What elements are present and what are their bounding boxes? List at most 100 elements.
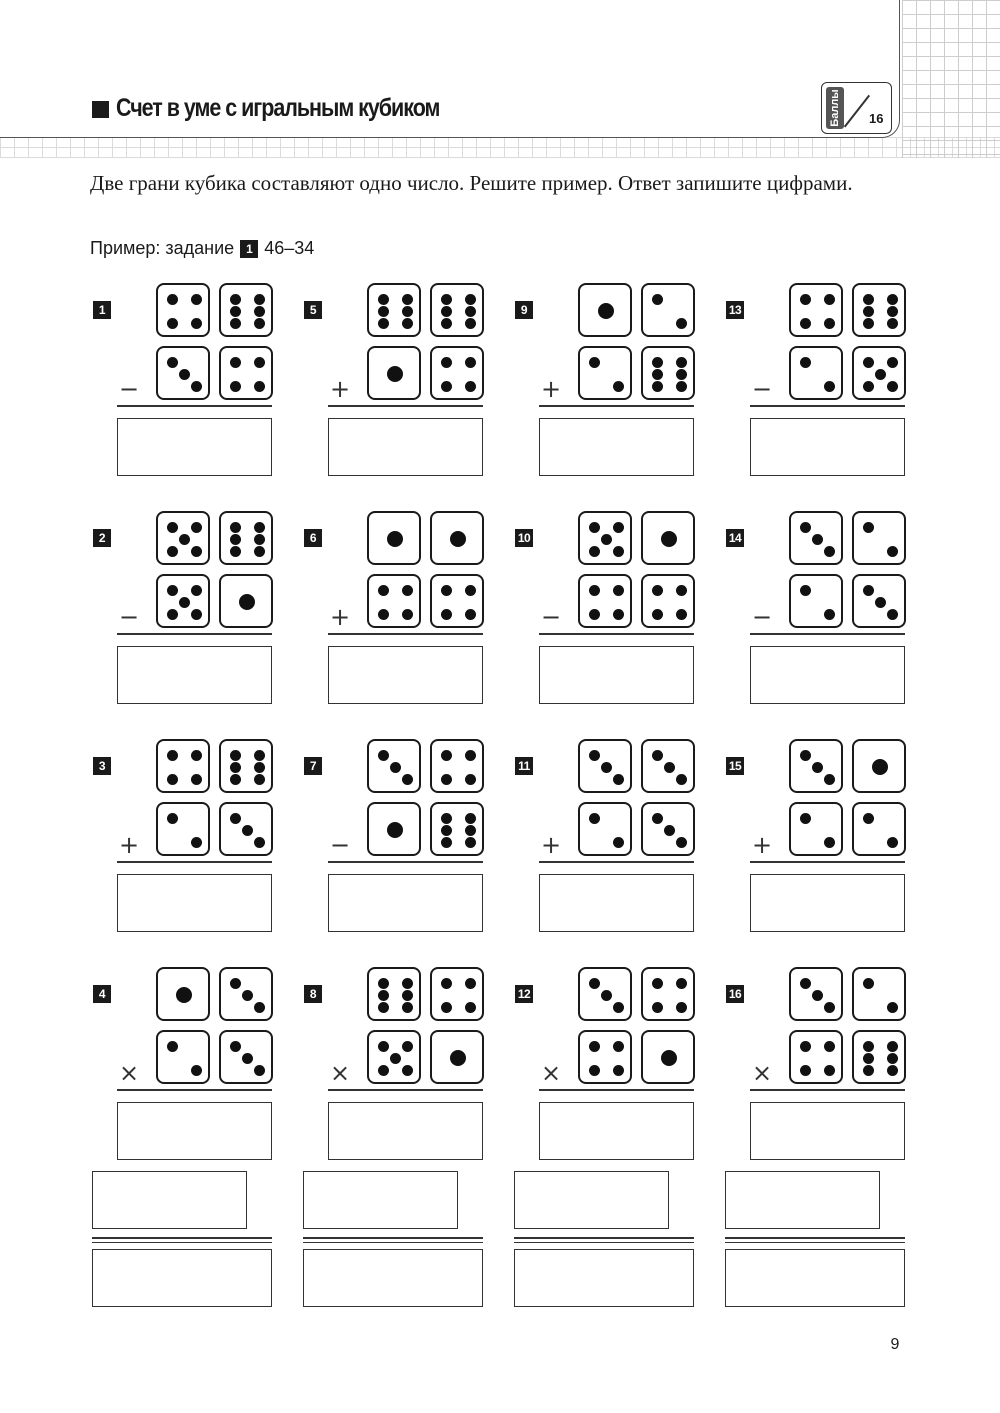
die-top-units [641, 739, 695, 793]
score-slash [843, 94, 870, 128]
final-product-box[interactable] [725, 1249, 905, 1307]
die-pip [612, 608, 624, 620]
example-task-badge: 1 [240, 239, 259, 258]
answer-box[interactable] [328, 646, 483, 704]
die-pip [253, 293, 265, 305]
task-number-badge: 3 [93, 757, 111, 775]
operator-sign: + [540, 375, 562, 403]
die-bottom-units [852, 574, 906, 628]
final-product-box[interactable] [92, 1249, 272, 1307]
die-pip [241, 824, 253, 836]
partial-product-box-1[interactable] [92, 1171, 247, 1229]
answer-box[interactable] [539, 874, 694, 932]
die-pip [440, 836, 452, 848]
die-bottom-units [430, 802, 484, 856]
die-pip [588, 749, 600, 761]
die-pip [166, 773, 178, 785]
task-number-badge: 11 [515, 757, 533, 775]
answer-box[interactable] [328, 418, 483, 476]
die-pip [675, 773, 687, 785]
answer-box[interactable] [328, 874, 483, 932]
die-bottom-tens [578, 1030, 632, 1084]
answer-box[interactable] [117, 874, 272, 932]
answer-box[interactable] [750, 874, 905, 932]
partial-product-box-1[interactable] [514, 1171, 669, 1229]
answer-box[interactable] [117, 646, 272, 704]
sum-line [539, 405, 694, 407]
die-pip [190, 380, 202, 392]
die-pip [886, 356, 898, 368]
task-number-badge: 14 [726, 529, 744, 547]
die-pip [588, 812, 600, 824]
die-pip [588, 977, 600, 989]
die-pip [799, 356, 811, 368]
score-max: 16 [869, 111, 884, 126]
die-bottom-units [430, 346, 484, 400]
die-pip [440, 977, 452, 989]
die-top-units [852, 511, 906, 565]
die-pip [377, 1001, 389, 1013]
partial-product-box-1[interactable] [725, 1171, 880, 1229]
answer-box[interactable] [117, 1102, 272, 1160]
die-pip [588, 1064, 600, 1076]
sum-line [539, 633, 694, 635]
product-sum-line-2 [514, 1242, 694, 1243]
die-top-tens [367, 967, 421, 1021]
die-pip [166, 812, 178, 824]
final-product-box[interactable] [514, 1249, 694, 1307]
die-pip [377, 989, 389, 1001]
die-pip [166, 293, 178, 305]
die-pip [229, 305, 241, 317]
die-pip [387, 822, 403, 838]
header-frame [0, 0, 900, 138]
page-number: 9 [890, 1336, 900, 1353]
operator-sign: − [751, 603, 773, 631]
die-pip [661, 531, 677, 547]
die-top-units [430, 967, 484, 1021]
die-bottom-units [852, 346, 906, 400]
sum-line [117, 633, 272, 635]
die-pip [799, 584, 811, 596]
die-bottom-tens [578, 346, 632, 400]
die-top-units [430, 283, 484, 337]
die-pip [823, 836, 835, 848]
die-pip [600, 761, 612, 773]
die-pip [464, 317, 476, 329]
die-bottom-units [430, 574, 484, 628]
die-top-tens [156, 511, 210, 565]
die-pip [166, 1040, 178, 1052]
answer-box[interactable] [539, 418, 694, 476]
die-pip [253, 1001, 265, 1013]
die-top-tens [156, 967, 210, 1021]
die-pip [440, 305, 452, 317]
answer-box[interactable] [539, 1102, 694, 1160]
die-pip [190, 608, 202, 620]
die-pip [612, 836, 624, 848]
answer-box[interactable] [539, 646, 694, 704]
final-product-box[interactable] [303, 1249, 483, 1307]
die-pip [229, 749, 241, 761]
operator-sign: × [329, 1059, 351, 1087]
die-pip [253, 521, 265, 533]
die-pip [651, 368, 663, 380]
task-number-badge: 9 [515, 301, 533, 319]
answer-box[interactable] [750, 418, 905, 476]
die-pip [588, 1040, 600, 1052]
header-grid-pattern [902, 0, 1000, 158]
die-pip [253, 380, 265, 392]
die-pip [190, 317, 202, 329]
die-pip [253, 305, 265, 317]
partial-product-box-1[interactable] [303, 1171, 458, 1229]
die-pip [440, 380, 452, 392]
die-pip [799, 317, 811, 329]
die-pip [401, 977, 413, 989]
die-pip [229, 317, 241, 329]
operator-sign: + [540, 831, 562, 859]
answer-box[interactable] [117, 418, 272, 476]
answer-box[interactable] [750, 646, 905, 704]
die-top-units [641, 511, 695, 565]
answer-box[interactable] [750, 1102, 905, 1160]
answer-box[interactable] [328, 1102, 483, 1160]
die-pip [675, 356, 687, 368]
task-number-badge: 5 [304, 301, 322, 319]
